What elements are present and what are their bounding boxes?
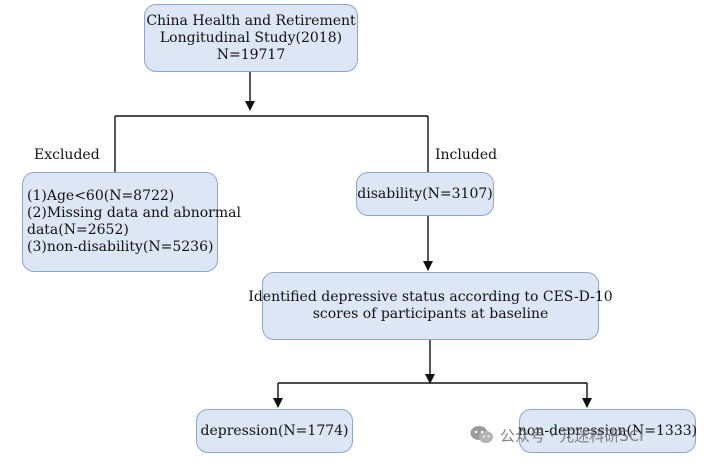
- wechat-icon: [470, 425, 494, 445]
- box-text-line: scores of participants at baseline: [312, 306, 549, 322]
- excluded-box: (1)Age<60(N=8722)(2)Missing data and abn…: [22, 172, 241, 272]
- box-text-line: N=19717: [216, 46, 286, 63]
- excluded-label: Excluded: [34, 147, 100, 163]
- box-text-line: non-depression(N=1333): [517, 422, 698, 439]
- box-text: depression(N=1774): [200, 423, 348, 440]
- box-text-line: (3)non-disability(N=5236): [27, 239, 214, 255]
- box-text-line: data(N=2652): [27, 222, 129, 238]
- box-text-line: Longitudinal Study(2018): [159, 29, 343, 46]
- included-label: Included: [435, 147, 498, 163]
- box-text: non-depression(N=1333): [518, 423, 697, 440]
- box-text-line: Identified depressive status according t…: [248, 289, 613, 305]
- box-text: (1)Age<60(N=8722)(2)Missing data and abn…: [27, 188, 241, 256]
- identified-box: Identified depressive status according t…: [248, 272, 613, 340]
- box-text-line: (1)Age<60(N=8722): [27, 188, 175, 204]
- box-text-line: (2)Missing data and abnormal: [27, 205, 241, 221]
- depression-box: depression(N=1774): [196, 409, 353, 453]
- box-text-line: depression(N=1774): [200, 422, 349, 439]
- box-text-line: China Health and Retirement: [146, 12, 356, 29]
- watermark: 公众号 · 元迷科研SCI: [470, 423, 644, 447]
- box-text-line: disability(N=3107): [357, 185, 493, 202]
- non-depression-box: non-depression(N=1333): [518, 409, 697, 453]
- included-box: disability(N=3107): [356, 172, 494, 216]
- box-text: Identified depressive status according t…: [248, 289, 612, 323]
- watermark-text: 公众号 · 元迷科研SCI: [500, 426, 644, 445]
- box-text: disability(N=3107): [357, 186, 492, 203]
